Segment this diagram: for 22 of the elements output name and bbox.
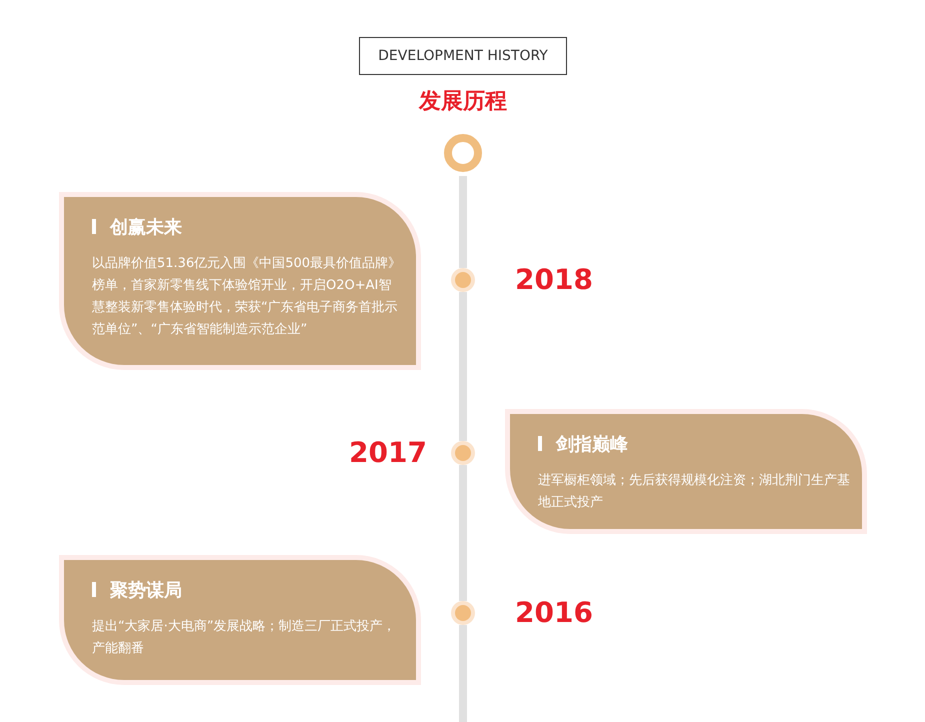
card-text: 提出“大家居·大电商”发展战略；制造三厂正式投产，产能翻番: [92, 618, 397, 658]
timeline-dot: [451, 268, 475, 292]
page-title: 发展历程: [418, 88, 508, 116]
year-label: 2017: [349, 436, 427, 470]
card-heading: 聚势谋局: [110, 579, 182, 603]
card-heading: 剑指巅峰: [556, 433, 628, 457]
timeline-card: [64, 560, 416, 680]
year-label: 2018: [515, 263, 593, 297]
timeline-dot: [451, 441, 475, 465]
timeline-dot: [451, 601, 475, 625]
timeline-line: [459, 176, 467, 268]
year-label: 2016: [515, 596, 593, 630]
timeline-line: [459, 465, 467, 601]
timeline-line: [459, 625, 467, 722]
heading-box: DEVELOPMENT HISTORY: [359, 37, 567, 75]
timeline-ring: [444, 134, 482, 172]
card-heading: 创赢未来: [110, 216, 182, 240]
card-text: 以品牌价值51.36亿元入围《中国500最具价值品牌》榜单，首家新零售线下体验馆开业，开启O2O+AI智慧整装新零售体验时代，荣获“广东省电子商务首批示范单位”、“广东省智能制造示范企业”: [92, 255, 402, 339]
timeline-line: [459, 292, 467, 441]
timeline-card: [64, 197, 416, 365]
card-text: 进军橱柜领域；先后获得规模化注资；湖北荆门生产基地正式投产: [538, 472, 850, 512]
timeline-card: [510, 414, 862, 529]
